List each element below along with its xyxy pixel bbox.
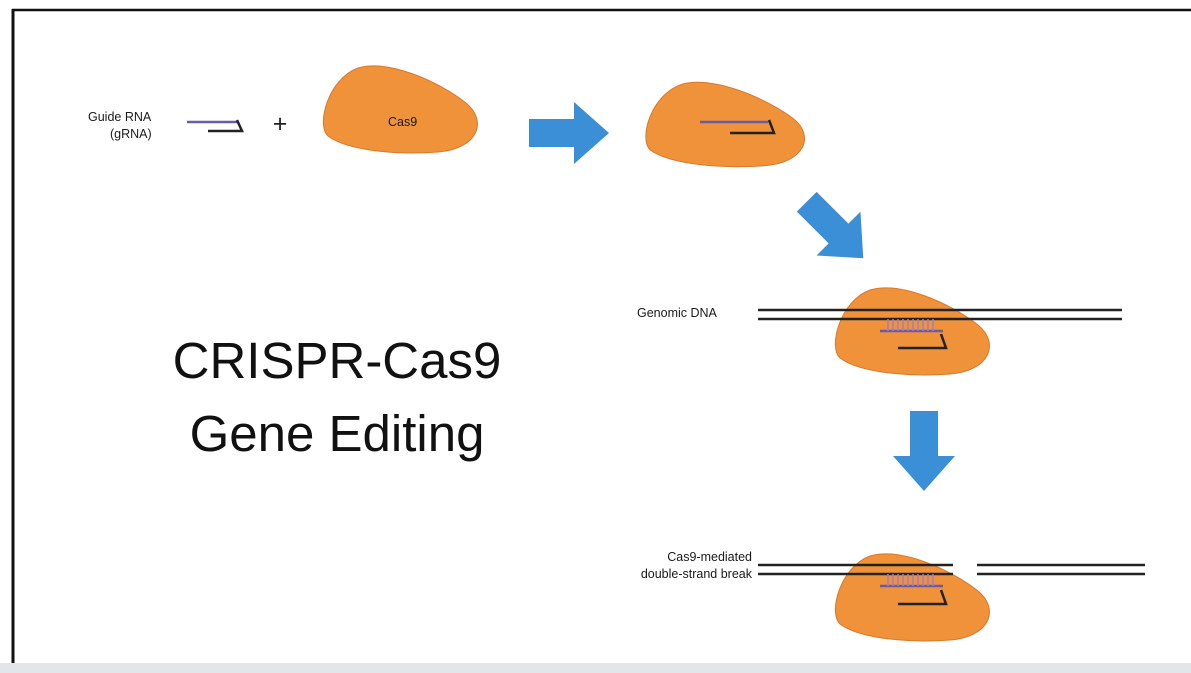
cut-dna-strands bbox=[758, 563, 1145, 576]
cut-dna-rna-hybrid bbox=[880, 574, 948, 606]
bound-guide-rna bbox=[700, 119, 776, 135]
guide-rna-free bbox=[187, 119, 244, 133]
bound-rna-scaffold bbox=[730, 119, 776, 135]
guide-rna-label-group: Guide RNA (gRNA) bbox=[88, 110, 152, 141]
guide-rna-abbrev: (gRNA) bbox=[110, 127, 152, 141]
title-line-2: Gene Editing bbox=[190, 405, 485, 462]
genomic-dna-label: Genomic DNA bbox=[637, 306, 718, 320]
base-pair-rungs bbox=[887, 319, 934, 331]
genomic-dna-strands bbox=[758, 308, 1122, 321]
cut-base-pair-rungs bbox=[887, 574, 934, 586]
dna-rna-hybrid bbox=[880, 319, 948, 350]
guide-rna-label: Guide RNA bbox=[88, 110, 152, 124]
break-label-line1: Cas9-mediated bbox=[667, 550, 752, 564]
break-label-line2: double-strand break bbox=[641, 567, 753, 581]
guide-rna-scaffold bbox=[208, 119, 244, 133]
plus-sign: + bbox=[273, 110, 288, 138]
hybrid-rna-scaffold bbox=[898, 333, 948, 350]
title-line-1: CRISPR-Cas9 bbox=[173, 332, 502, 389]
cas9-label: Cas9 bbox=[388, 115, 417, 129]
cut-hybrid-rna-scaffold bbox=[898, 589, 948, 606]
bottom-strip bbox=[0, 663, 1191, 673]
